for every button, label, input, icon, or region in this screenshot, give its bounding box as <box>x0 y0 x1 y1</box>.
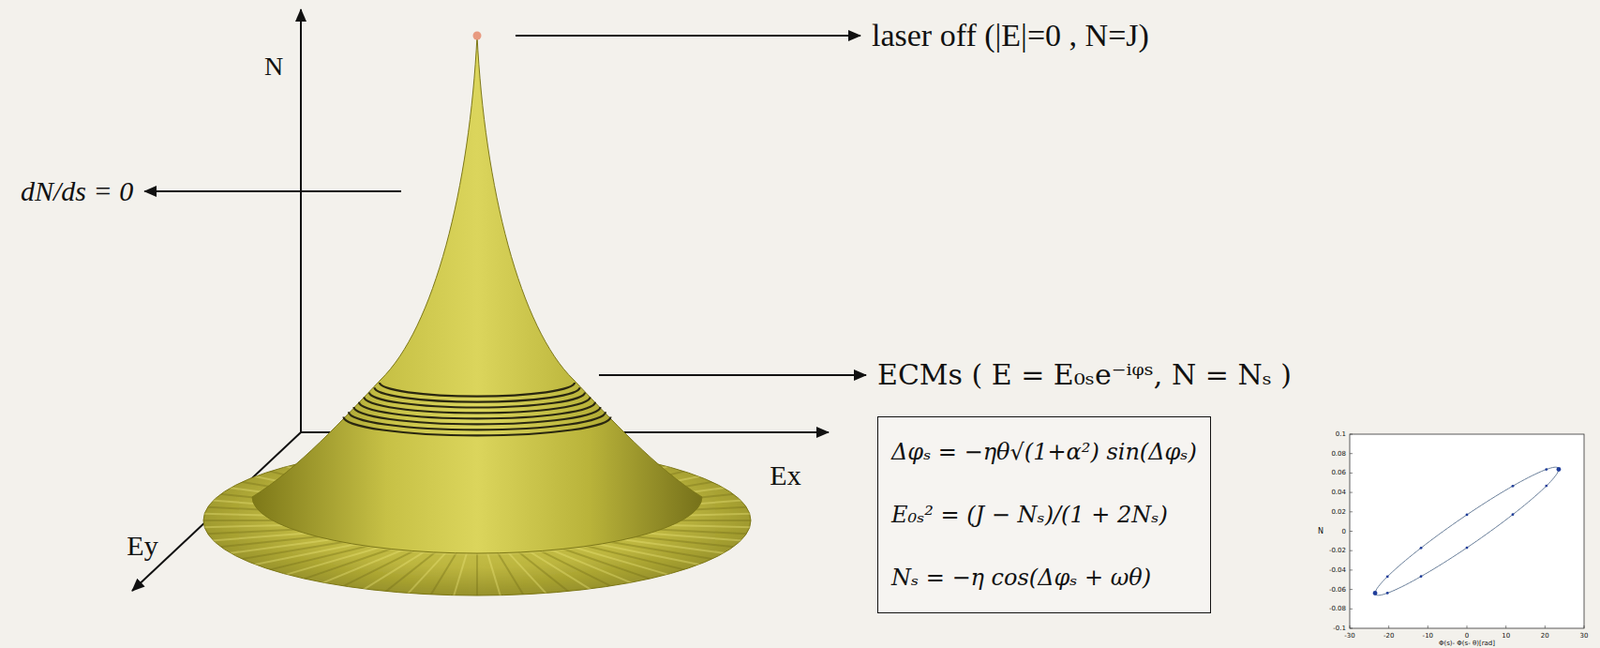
tick <box>1349 550 1353 552</box>
callout-text: ECMs ( E = E₀ₛe⁻ⁱᵠˢ, N = Nₛ ) <box>877 358 1292 392</box>
brim-pleat <box>541 545 639 586</box>
brim-pleat <box>533 547 618 590</box>
tick-label: -0.1 <box>1332 624 1346 632</box>
tick-label: -10 <box>1422 631 1434 640</box>
ecm-ring <box>348 411 606 430</box>
tick-label: 0.06 <box>1330 468 1346 477</box>
ecm-ring <box>343 416 612 435</box>
trajectory-point <box>1511 484 1515 488</box>
tick <box>1349 492 1353 494</box>
ecm-ring <box>358 402 596 419</box>
trajectory-point <box>1420 574 1423 578</box>
tick <box>1505 625 1507 629</box>
tick <box>1349 625 1351 629</box>
equation: E₀ₛ² = (J − Nₛ)/(1 + 2Nₛ) <box>891 483 1197 547</box>
tick-label: 0.1 <box>1335 430 1346 438</box>
tick <box>1349 530 1353 532</box>
plot-frame <box>1349 433 1585 629</box>
n-axis <box>299 9 302 433</box>
tick-label: 0.04 <box>1330 488 1346 496</box>
brim-pleat <box>403 550 449 598</box>
brim-pleat <box>496 550 526 599</box>
axis-label: Ey <box>126 529 158 563</box>
trajectory-point <box>1373 590 1378 596</box>
hat-cone <box>252 35 703 554</box>
leader-arrow <box>598 373 867 376</box>
tick <box>1349 510 1353 512</box>
tick-label: 0.08 <box>1330 449 1346 458</box>
equation-box: Δφₛ = −ηθ√(1+α²) sin(Δφₛ)E₀ₛ² = (J − Nₛ)… <box>877 416 1212 614</box>
axis-label: N <box>264 51 284 82</box>
trajectory-point <box>1465 546 1469 550</box>
brim-pleat <box>515 549 574 596</box>
callout-text: laser off (|E|=0 , N=J) <box>871 16 1150 54</box>
tick <box>1388 625 1390 629</box>
phase-plot <box>1349 433 1585 629</box>
condition-label: dN/ds = 0 <box>20 175 134 209</box>
axis-label: N <box>1317 526 1324 536</box>
leader-arrow <box>144 190 402 193</box>
equation: Nₛ = −η cos(Δφₛ + ωθ) <box>891 546 1197 610</box>
trajectory-ellipse <box>1375 466 1559 596</box>
tick <box>1466 625 1468 629</box>
tick <box>1584 625 1586 629</box>
trajectory-point <box>1544 467 1548 471</box>
tick <box>1349 472 1353 474</box>
laser-off-point <box>473 31 482 41</box>
trajectory-point <box>1386 591 1390 595</box>
tick-label: 30 <box>1580 631 1589 640</box>
tick-label: 0 <box>1465 631 1469 640</box>
tick <box>1427 625 1429 629</box>
tick-label: -0.02 <box>1329 546 1346 554</box>
brim-pleat <box>428 550 458 599</box>
equation: Δφₛ = −ηθ√(1+α²) sin(Δφₛ) <box>891 420 1197 484</box>
brim-pleat <box>486 551 502 600</box>
leader-arrow <box>515 34 861 37</box>
trajectory-point <box>1556 466 1562 472</box>
trajectory-point <box>1420 546 1423 550</box>
ecm-ring <box>374 387 581 402</box>
tick-label: -20 <box>1383 631 1394 640</box>
tick <box>1349 433 1353 435</box>
tick-label: 20 <box>1540 631 1550 640</box>
tick-label: -0.06 <box>1329 585 1346 594</box>
brim-pleat <box>358 548 430 593</box>
tick-label: -0.08 <box>1329 604 1346 613</box>
tick-label: 10 <box>1501 631 1511 640</box>
trajectory-point <box>1544 484 1548 488</box>
axis-label: Φ(s)- Φ(s- θ)[rad] <box>1438 639 1496 647</box>
tick-label: 0 <box>1342 526 1346 535</box>
tick <box>1349 568 1353 570</box>
tick <box>1349 608 1353 610</box>
ecm-band <box>343 382 612 435</box>
ecm-ring <box>364 397 591 414</box>
brim-pleat <box>452 551 468 600</box>
tick <box>1349 588 1353 590</box>
ecm-ring <box>379 382 575 397</box>
brim-pleat <box>506 550 551 598</box>
trajectory-point <box>1465 513 1469 517</box>
brim-pleat <box>476 551 479 600</box>
tick-label: -30 <box>1344 631 1355 640</box>
axis-label: Ex <box>769 459 801 493</box>
tick <box>1544 625 1546 629</box>
trajectory-point <box>1386 574 1390 578</box>
ecm-ring <box>369 391 585 407</box>
tick-label: -0.04 <box>1329 566 1346 574</box>
tick <box>1349 628 1353 629</box>
tick <box>1349 452 1353 454</box>
tick-label: 0.02 <box>1330 508 1346 516</box>
ecm-ring <box>354 406 601 424</box>
trajectory-point <box>1511 512 1515 516</box>
